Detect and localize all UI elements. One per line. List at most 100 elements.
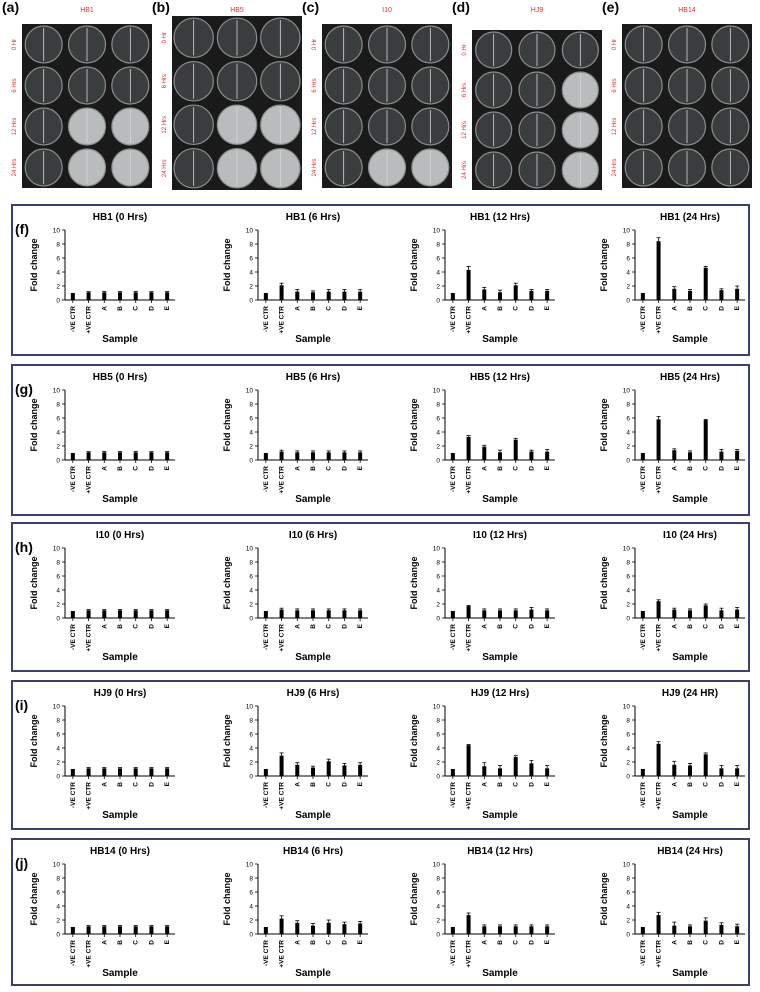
x-tick-label: A: [671, 624, 678, 629]
bar: [703, 267, 708, 300]
x-tick-label: E: [357, 939, 364, 944]
bar: [466, 745, 471, 776]
x-tick-label: -VE CTR: [450, 466, 457, 492]
chart-title: I10 (0 Hrs): [96, 530, 144, 541]
x-tick-label: B: [117, 466, 124, 471]
bar: [165, 292, 170, 300]
bar: [498, 768, 502, 776]
bar: [263, 293, 268, 300]
x-axis-label: Sample: [482, 494, 518, 505]
bar: [86, 768, 91, 776]
plate-time-label: 0 Hr: [312, 39, 318, 50]
y-tick-label: 10: [623, 862, 631, 869]
bar: [513, 439, 518, 460]
y-tick-label: 8: [626, 242, 630, 249]
x-tick-label: E: [734, 465, 741, 470]
x-tick-label: C: [513, 306, 520, 311]
bar: [326, 922, 331, 934]
bar: [342, 610, 347, 618]
x-axis-label: Sample: [672, 334, 708, 345]
chart-title: HB14 (0 Hrs): [90, 846, 150, 857]
x-tick-label: +VE CTR: [656, 466, 663, 494]
x-tick-label: E: [357, 623, 364, 628]
x-tick-label: -VE CTR: [70, 624, 77, 650]
x-axis-label: Sample: [672, 652, 708, 663]
bar: [311, 452, 315, 460]
bar: [482, 446, 487, 460]
bar: [529, 451, 534, 460]
panel-letter: (e): [602, 0, 619, 15]
x-axis-label: Sample: [295, 810, 331, 821]
y-tick-label: 10: [53, 228, 61, 235]
x-tick-label: C: [513, 624, 520, 629]
y-tick-label: 6: [56, 574, 60, 581]
y-axis-label: Fold change: [599, 556, 609, 609]
bar: [450, 453, 455, 460]
y-tick-label: 8: [626, 402, 630, 409]
y-tick-label: 0: [626, 774, 630, 781]
x-tick-label: -VE CTR: [450, 624, 457, 650]
bar: [498, 926, 502, 934]
y-tick-label: 10: [433, 862, 441, 869]
bar: [326, 291, 331, 300]
x-tick-label: C: [703, 306, 710, 311]
y-axis-label: Fold change: [599, 714, 609, 767]
y-tick-label: 10: [246, 546, 254, 553]
x-tick-label: C: [133, 782, 140, 787]
x-tick-label: A: [671, 306, 678, 311]
bar: [656, 241, 661, 300]
x-tick-label: +VE CTR: [86, 782, 93, 810]
bar: [165, 926, 170, 934]
bar: [133, 610, 138, 618]
bar: [295, 291, 300, 300]
bar: [86, 926, 91, 934]
bar: [295, 764, 300, 776]
y-tick-label: 2: [626, 918, 630, 925]
bar: [672, 609, 677, 618]
bar: [342, 924, 347, 934]
y-tick-label: 4: [436, 904, 440, 911]
bar: [279, 285, 284, 300]
y-tick-label: 8: [56, 876, 60, 883]
plate-time-label: 24 Hrs: [162, 159, 168, 177]
x-axis-label: Sample: [102, 652, 138, 663]
y-tick-label: 8: [56, 242, 60, 249]
y-tick-label: 4: [436, 430, 440, 437]
chart-title: HB5 (24 Hrs): [660, 372, 720, 383]
panel-letter: (h): [15, 539, 33, 555]
y-tick-label: 0: [436, 298, 440, 305]
x-tick-label: B: [497, 306, 504, 311]
bar: [688, 610, 692, 618]
x-tick-label: D: [341, 782, 348, 787]
bar: [149, 926, 154, 934]
bar: [326, 452, 331, 460]
y-tick-label: 10: [433, 388, 441, 395]
x-tick-label: -VE CTR: [263, 782, 270, 808]
bar: [482, 289, 487, 300]
chart-title: I10 (24 Hrs): [663, 530, 717, 541]
bar: [529, 290, 534, 300]
x-tick-label: D: [341, 306, 348, 311]
x-axis-label: Sample: [482, 334, 518, 345]
bar: [703, 754, 708, 776]
bar: [545, 290, 550, 300]
bar: [70, 293, 75, 300]
bar: [263, 453, 268, 460]
x-axis-label: Sample: [295, 968, 331, 979]
x-tick-label: +VE CTR: [466, 624, 473, 652]
y-axis-label: Fold change: [29, 238, 39, 291]
x-tick-label: E: [164, 465, 171, 470]
y-tick-label: 6: [56, 890, 60, 897]
x-tick-label: C: [326, 306, 333, 311]
x-axis-label: Sample: [102, 968, 138, 979]
